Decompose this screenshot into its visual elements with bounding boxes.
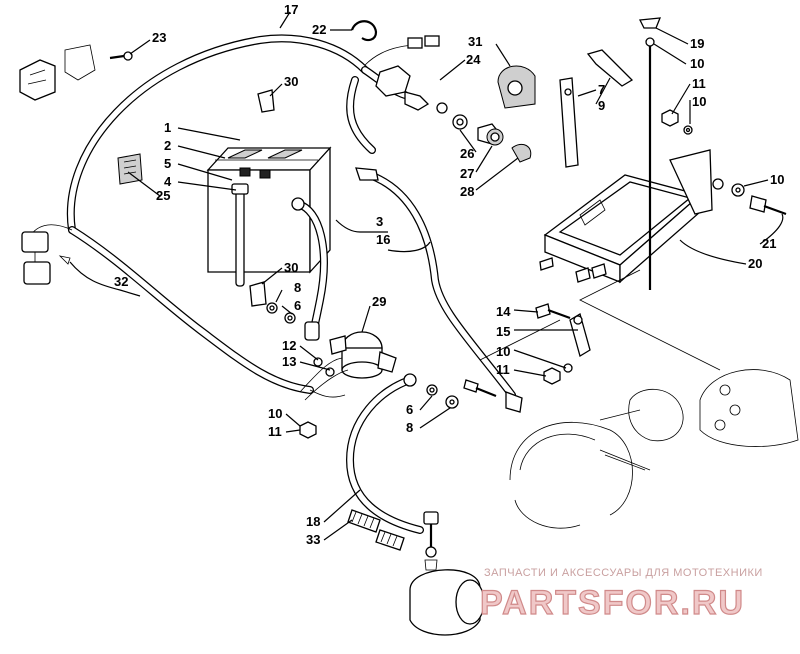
switch-assembly-top-left bbox=[19, 44, 133, 101]
callout-14: 14 bbox=[496, 304, 511, 319]
watermark-site: PARTSFOR.RU bbox=[480, 584, 745, 622]
callout-2: 2 bbox=[164, 138, 171, 153]
callout-4: 4 bbox=[164, 174, 172, 189]
callout-10-middle: 10 bbox=[496, 344, 510, 359]
watermark: ЗАПЧАСТИ И АКСЕССУАРЫ ДЛЯ МОТОТЕХНИКИ PA… bbox=[479, 567, 763, 623]
callout-19: 19 bbox=[690, 36, 704, 51]
battery bbox=[206, 146, 332, 274]
callout-15: 15 bbox=[496, 324, 510, 339]
callout-1: 1 bbox=[164, 120, 171, 135]
callout-8-upper: 8 bbox=[294, 280, 301, 295]
callout-12: 12 bbox=[282, 338, 296, 353]
starter-motor bbox=[409, 511, 485, 636]
terminal-boot-bottom bbox=[249, 281, 267, 307]
ignition-switch-connector bbox=[375, 35, 448, 114]
vent-tube bbox=[231, 183, 249, 287]
callout-6-upper: 6 bbox=[294, 298, 301, 313]
callout-7: 7 bbox=[598, 82, 605, 97]
hold-down-rod bbox=[638, 17, 662, 290]
battery-tray bbox=[543, 149, 713, 284]
cable-clip bbox=[350, 20, 378, 42]
callout-8-lower: 8 bbox=[406, 420, 413, 435]
hardware-right-side bbox=[661, 109, 787, 216]
callout-5: 5 bbox=[164, 156, 171, 171]
cable-boots bbox=[347, 509, 405, 551]
callout-11-middle: 11 bbox=[496, 362, 510, 377]
battery-cable-positive bbox=[291, 197, 328, 341]
callout-10-left: 10 bbox=[268, 406, 282, 421]
hardware-washers-lower bbox=[426, 379, 497, 409]
callout-23: 23 bbox=[152, 30, 166, 45]
callout-17: 17 bbox=[284, 2, 298, 17]
callout-33: 33 bbox=[306, 532, 320, 547]
callout-25: 25 bbox=[156, 188, 170, 203]
callout-labels: 1 2 3 4 5 6 6 7 8 8 9 10 10 10 10 10 11 … bbox=[114, 2, 784, 547]
callout-10-right: 10 bbox=[770, 172, 784, 187]
bracket-hardware-middle bbox=[535, 303, 591, 385]
callout-28: 28 bbox=[460, 184, 474, 199]
callout-10-right-upper: 10 bbox=[692, 94, 706, 109]
callout-3: 3 bbox=[376, 214, 383, 229]
starter-solenoid bbox=[299, 331, 397, 401]
hardware-nut-left bbox=[299, 421, 317, 439]
callout-27: 27 bbox=[460, 166, 474, 181]
hold-down-strap bbox=[559, 49, 634, 168]
callout-30-top: 30 bbox=[284, 74, 298, 89]
callout-21: 21 bbox=[762, 236, 776, 251]
callout-10-top: 10 bbox=[690, 56, 704, 71]
callout-32: 32 bbox=[114, 274, 128, 289]
callout-26: 26 bbox=[460, 146, 474, 161]
alignment-lines bbox=[479, 269, 721, 471]
callout-16: 16 bbox=[376, 232, 390, 247]
callout-29: 29 bbox=[372, 294, 386, 309]
starter-cable bbox=[345, 373, 424, 534]
callout-24: 24 bbox=[466, 52, 481, 67]
callout-30-bottom: 30 bbox=[284, 260, 298, 275]
callout-18: 18 bbox=[306, 514, 320, 529]
callout-20: 20 bbox=[748, 256, 762, 271]
engine-outline bbox=[509, 369, 799, 529]
callout-11-left: 11 bbox=[268, 424, 282, 439]
tray-studs bbox=[539, 257, 607, 283]
callout-11-right: 11 bbox=[692, 76, 706, 91]
callout-22: 22 bbox=[312, 22, 326, 37]
callout-31: 31 bbox=[468, 34, 482, 49]
watermark-tagline: ЗАПЧАСТИ И АКСЕССУАРЫ ДЛЯ МОТОТЕХНИКИ bbox=[484, 567, 763, 579]
harness-connector-left bbox=[21, 231, 71, 285]
key-switch-parts bbox=[452, 65, 536, 163]
terminal-boot-top bbox=[257, 89, 275, 113]
callout-13: 13 bbox=[282, 354, 296, 369]
leader-lines bbox=[69, 11, 784, 541]
callout-6-lower: 6 bbox=[406, 402, 413, 417]
battery-cable-negative bbox=[355, 167, 523, 413]
callout-9: 9 bbox=[598, 98, 605, 113]
